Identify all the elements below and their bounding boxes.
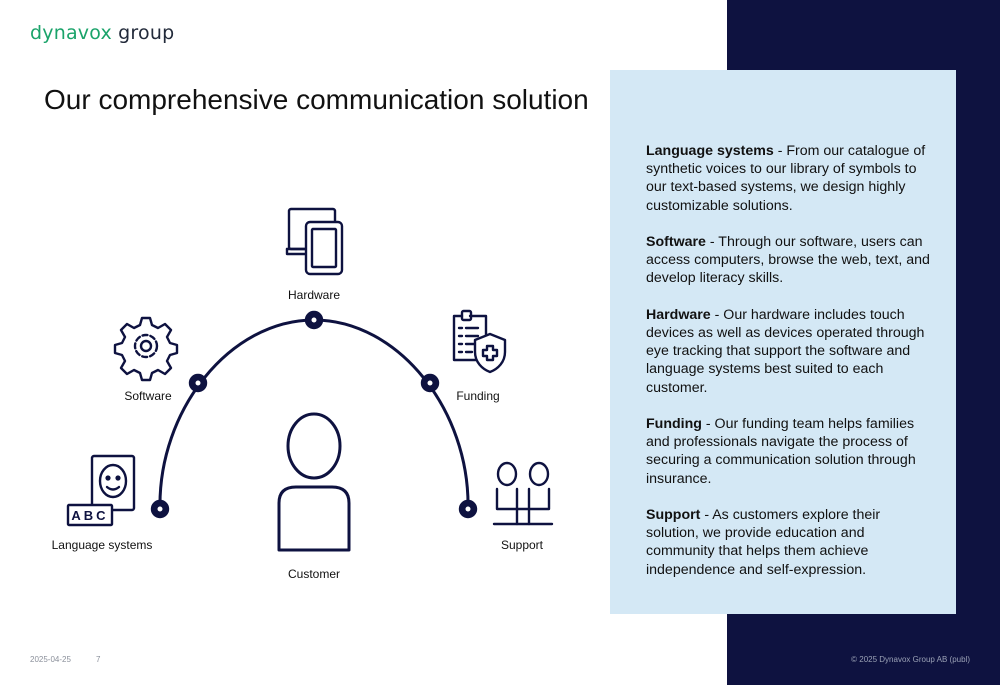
footer-copyright: © 2025 Dynavox Group AB (publ)	[851, 655, 970, 664]
footer-date: 2025-04-25	[30, 655, 71, 664]
paragraph-hardware: Hardware - Our hardware includes touch d…	[646, 306, 925, 396]
page-title: Our comprehensive communication solution	[44, 84, 589, 115]
arc-node-funding	[420, 373, 440, 393]
dynavox-group-logo: dynavox group	[30, 22, 174, 44]
devices-icon	[285, 207, 344, 276]
label-customer: Customer	[287, 567, 341, 581]
label-hardware: Hardware	[287, 288, 341, 302]
arc-node-hardware	[304, 310, 324, 330]
label-software: Software	[124, 389, 172, 403]
face-abc-icon: ABC	[66, 454, 136, 527]
logo-dynavox: dynavox	[30, 22, 112, 44]
description-panel: Language systems - From our catalogue of…	[610, 70, 956, 614]
paragraph-software: Software - Through our software, users c…	[646, 234, 930, 287]
label-funding: Funding	[456, 389, 500, 403]
label-language-systems: Language systems	[51, 538, 153, 552]
clipboard-shield-icon	[452, 309, 507, 374]
arc-node-support	[458, 499, 478, 519]
gear-icon	[113, 316, 179, 382]
paragraph-funding: Funding - Our funding team helps familie…	[646, 416, 916, 487]
logo-group: group	[111, 22, 175, 44]
footer-page-number: 7	[96, 655, 101, 664]
solution-diagram: ABC	[66, 207, 554, 552]
arc-node-software	[188, 373, 208, 393]
abc-text: ABC	[71, 508, 108, 523]
paragraph-support: Support - As customers explore their sol…	[646, 507, 881, 578]
arc-node-language	[150, 499, 170, 519]
paragraph-language-systems: Language systems - From our catalogue of…	[646, 143, 926, 214]
label-support: Support	[500, 538, 544, 552]
people-icon	[492, 461, 554, 526]
customer-person-icon	[277, 412, 351, 552]
panel-text: Language systems - From our catalogue of…	[646, 142, 936, 597]
